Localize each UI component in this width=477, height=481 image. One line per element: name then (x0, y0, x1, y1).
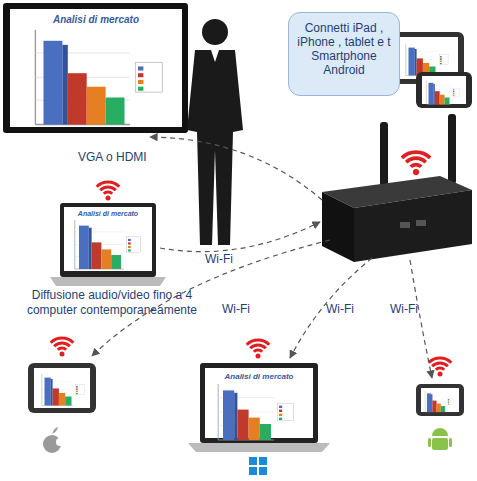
laptop-screen: Analisi di mercato (64, 207, 152, 271)
android-phone-part (421, 388, 459, 412)
windows-laptop-part (259, 457, 267, 465)
android-phone-part (432, 438, 448, 450)
apple-tablet-part (56, 438, 64, 446)
windows-laptop-part (247, 340, 270, 358)
wireless-router (322, 114, 472, 262)
android-phone-part (416, 384, 464, 416)
wireless-router-part (448, 114, 456, 184)
android-phone-part (425, 391, 453, 412)
laptop (50, 182, 166, 286)
wireless-links-part (150, 137, 322, 200)
android-phone (416, 358, 464, 450)
monitor-part (10, 9, 182, 127)
presenter-silhouette (187, 19, 243, 245)
windows-laptop-part (200, 363, 318, 443)
wireless-links-part (160, 222, 320, 252)
android-phone-part (429, 358, 452, 376)
mobile-devices-part (426, 80, 459, 105)
laptop-part (64, 207, 152, 271)
android-phone-part (449, 438, 452, 447)
windows-laptop-part (249, 467, 257, 475)
apple-tablet-part (28, 363, 96, 413)
wifi-label: Wi-Fi (390, 302, 430, 317)
apple-tablet-part (52, 427, 58, 434)
presenter-silhouette-part (202, 19, 228, 45)
wireless-links (92, 137, 432, 378)
android-phone-part (432, 428, 448, 436)
monitor-part (35, 30, 162, 125)
chart-title: Analisi di mercato (66, 210, 150, 218)
laptop-part (97, 182, 120, 200)
apple-tablet-part (42, 374, 84, 406)
windows-laptop-part (249, 457, 257, 465)
mobile-devices-part (406, 44, 448, 76)
chart-title: Analisi di mercato (207, 372, 311, 382)
mobile-devices (394, 32, 472, 108)
wifi-label: Wi-Fi (205, 252, 245, 267)
wireless-router-part (400, 222, 410, 228)
presenter-silhouette-part (187, 50, 243, 245)
laptop-part (60, 203, 156, 277)
laptop-part (50, 277, 166, 286)
apple-tablet-part (51, 338, 74, 356)
chart-title: Analisi di mercato (14, 14, 178, 26)
monitor-screen: Analisi di mercato (10, 9, 182, 127)
windows-laptop-part (218, 384, 293, 440)
monitor (3, 3, 188, 133)
wireless-links-part (410, 260, 432, 378)
laptop-screen: Analisi di mercato (205, 368, 313, 438)
wireless-router-part (402, 152, 430, 175)
speech-bubble: Connetti iPad , iPhone , tablet e t Smar… (288, 12, 400, 96)
laptop-part (75, 220, 141, 269)
wireless-router-part (354, 190, 472, 262)
bubble-text: Connetti iPad , iPhone , tablet e t Smar… (295, 21, 393, 77)
wireless-links-part (290, 258, 372, 358)
connection-label: VGA o HDMI (78, 150, 168, 165)
apple-tablet (28, 338, 96, 453)
wireless-router-part (416, 220, 426, 226)
apple-tablet-part (34, 368, 90, 408)
wifi-label: Wi-Fi (222, 302, 262, 317)
windows-laptop-part (188, 443, 330, 452)
mobile-devices-part (416, 72, 472, 108)
windows-laptop (188, 340, 330, 475)
android-phone-part (428, 438, 431, 447)
wireless-router-part (322, 192, 354, 262)
wireless-router-part (380, 122, 388, 188)
mobile-devices-part (422, 76, 466, 104)
wifi-label: Wi-Fi (326, 302, 366, 317)
windows-laptop-part (259, 467, 267, 475)
monitor-part (3, 3, 188, 133)
caption-note: Diffusione audio/video fino a 4 computer… (22, 288, 202, 318)
presenter-silhouette-part (211, 50, 219, 62)
